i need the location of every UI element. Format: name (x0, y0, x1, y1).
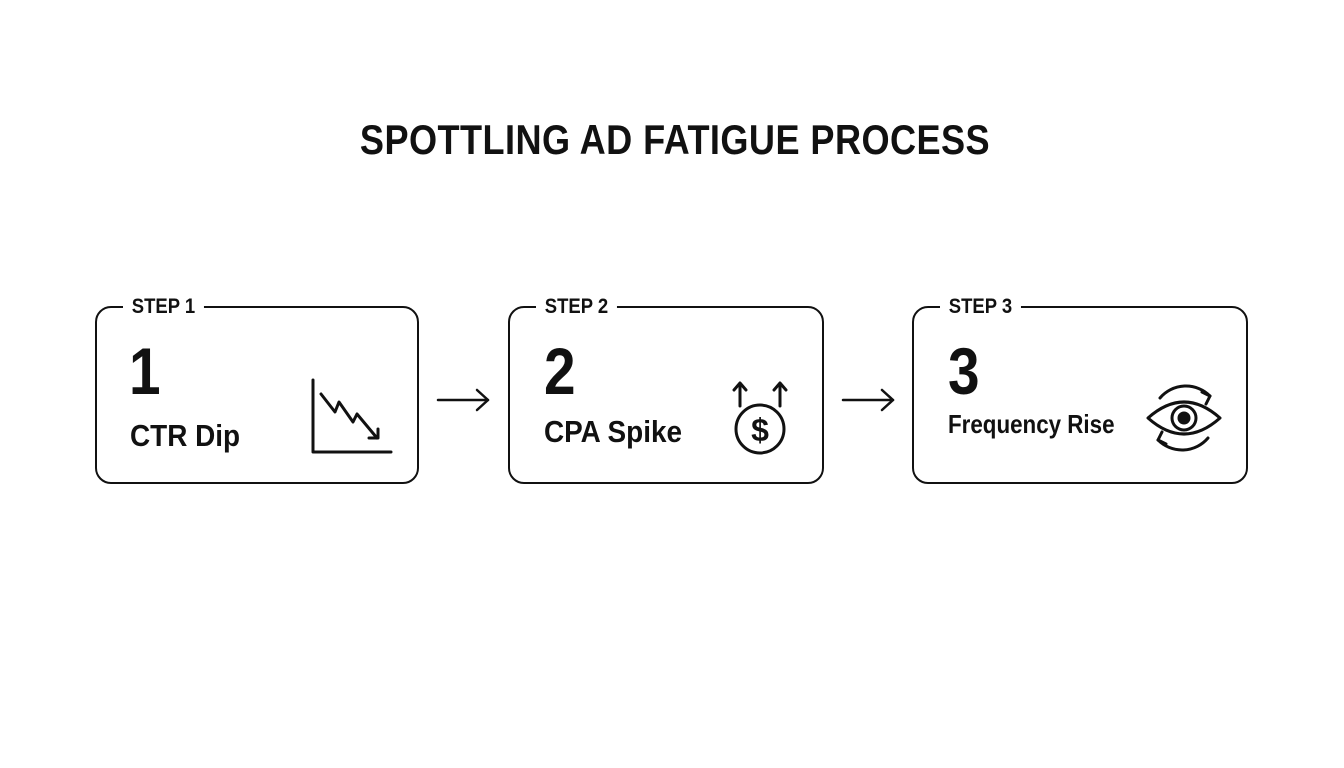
step-3-number: 3 (948, 334, 980, 408)
step-1-name: CTR Dip (130, 418, 241, 453)
step-2-name: CPA Spike (544, 414, 682, 449)
page-title: SPOTTLING AD FATIGUE PROCESS (359, 116, 991, 163)
eye-cycle-icon (1146, 384, 1222, 452)
step-2-label: STEP 2 (536, 295, 617, 319)
step-1-label: STEP 1 (123, 295, 204, 319)
step-3-label: STEP 3 (940, 295, 1021, 319)
svg-text:$: $ (751, 412, 769, 448)
step-2-card: STEP 2 2 CPA Spike $ (508, 295, 824, 484)
arrow-right-icon (436, 388, 490, 412)
step-3-card: STEP 3 3 Frequency Rise (912, 295, 1248, 484)
step-1-card: STEP 1 1 CTR Dip (95, 295, 419, 484)
step-2-number: 2 (544, 334, 576, 408)
step-1-number: 1 (129, 334, 161, 408)
step-3-name: Frequency Rise (948, 409, 1115, 439)
trend-down-chart-icon (311, 378, 393, 454)
arrow-right-icon (841, 388, 895, 412)
dollar-coin-up-arrows-icon: $ (732, 381, 788, 455)
